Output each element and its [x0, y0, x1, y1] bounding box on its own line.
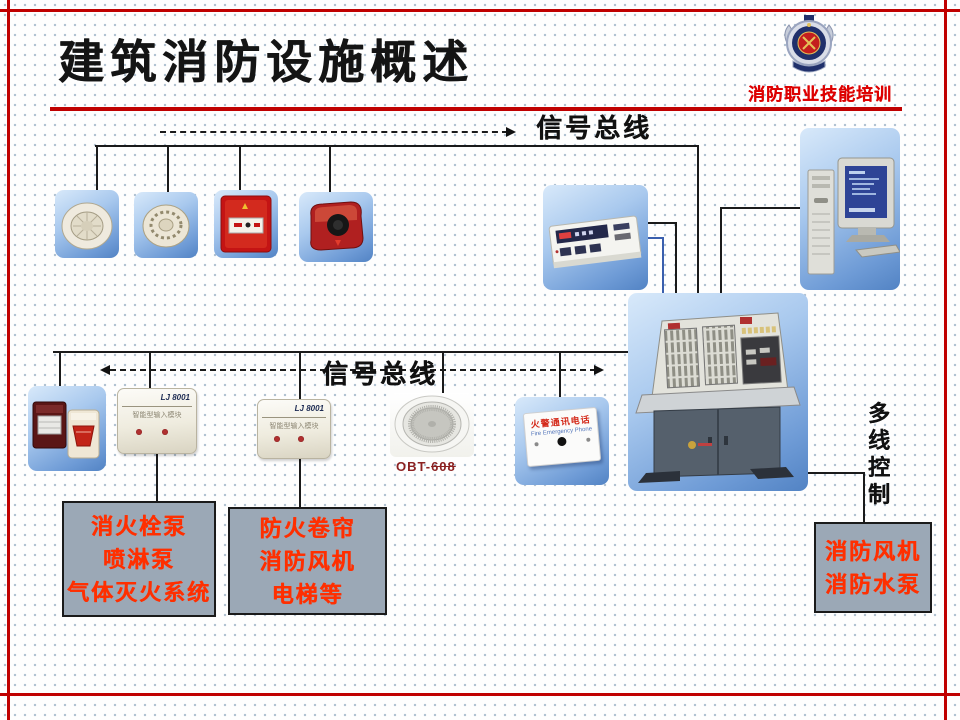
fire-display-panel-icon — [548, 215, 642, 269]
module-divider — [262, 417, 326, 418]
alarm-strobes — [28, 386, 106, 471]
drop-alarm-bell — [329, 145, 331, 194]
control-console — [628, 293, 808, 491]
alarm-strobes-icon — [32, 401, 100, 459]
module-label: LJ 8001 — [160, 393, 190, 402]
heat-detector-icon — [142, 204, 190, 248]
heat-detector — [134, 192, 198, 258]
graphic-workstation — [800, 128, 901, 290]
box-pumps: 消火栓泵 喷淋泵 气体灭火系统 — [62, 501, 216, 617]
middle-bus-label: 信号总线 — [322, 359, 439, 389]
box-fans-line2: 消防水泵 — [824, 571, 921, 597]
input-module-2: LJ 8001 智能型输入模块 — [257, 399, 331, 459]
frame-line-right — [944, 0, 947, 720]
frame-line-top — [0, 9, 960, 12]
speaker-model-number: 608 — [431, 459, 456, 474]
fire-display-panel — [543, 185, 648, 290]
arrow-right-icon — [506, 127, 516, 137]
manual-call-point — [214, 190, 278, 258]
drop-phone — [559, 351, 561, 398]
module-subtitle: 智能型输入模块 — [269, 423, 319, 430]
panel-link-blue-h — [648, 237, 664, 239]
top-bus-dashed-arrow — [160, 131, 508, 133]
console-to-box3-v — [863, 472, 865, 524]
panel-link-v — [675, 222, 677, 293]
module-led-icon — [136, 429, 142, 435]
drop-strobes — [59, 351, 61, 389]
module-led-icon — [162, 429, 168, 435]
panel-link-h — [648, 222, 677, 224]
ceiling-speaker-icon — [394, 395, 470, 453]
box-shutters: 防火卷帘 消防风机 电梯等 — [228, 507, 387, 615]
fire-telephone-jack: 火警通讯电话 Fire Emergency Phone — [515, 397, 609, 485]
box-pumps-line3: 气体灭火系统 — [66, 579, 211, 605]
box-pumps-line2: 喷淋泵 — [102, 546, 175, 572]
module-subtitle: 智能型输入模块 — [132, 412, 182, 419]
multiline-control-label: 多线控制 — [867, 401, 890, 507]
screw-icon — [586, 437, 591, 442]
computer-link-h — [720, 207, 800, 209]
page-title: 建筑消防设施概述 — [58, 36, 474, 88]
top-bus-to-console — [697, 145, 699, 293]
telephone-jack-hole — [557, 436, 567, 447]
speaker-model-prefix: OBT- — [396, 459, 432, 474]
box-shutters-line1: 防火卷帘 — [259, 515, 356, 541]
frame-line-bottom — [0, 693, 960, 696]
manual-call-point-icon — [220, 195, 272, 253]
ceiling-speaker — [390, 393, 474, 457]
smoke-detector-icon — [61, 202, 113, 250]
alarm-bell-icon — [310, 201, 364, 251]
drop-heat-detector — [167, 145, 169, 194]
arrow-left-icon — [100, 365, 110, 375]
computer-icon — [807, 157, 901, 275]
fire-service-badge-icon — [784, 15, 834, 73]
console-to-box3-h — [805, 472, 865, 474]
box-pumps-line1: 消火栓泵 — [90, 513, 187, 539]
input-module-1: LJ 8001 智能型输入模块 — [117, 388, 197, 454]
module-led-icon — [274, 436, 280, 442]
logo-caption: 消防职业技能培训 — [748, 85, 892, 104]
drop-call-point — [239, 145, 241, 192]
title-underline — [50, 107, 902, 111]
box-fans-line1: 消防风机 — [824, 538, 921, 564]
smoke-detector — [55, 190, 119, 258]
computer-link-v — [720, 207, 722, 293]
module-label: LJ 8001 — [294, 404, 324, 413]
module1-to-box — [156, 452, 158, 503]
middle-bus-line — [53, 351, 630, 353]
speaker-model-text: OBT-608 — [396, 459, 456, 474]
drop-speaker — [442, 351, 444, 397]
top-bus-label: 信号总线 — [536, 113, 653, 143]
middle-bus-dashed-arrow — [110, 369, 596, 371]
module2-to-box — [299, 455, 301, 509]
alarm-bell — [299, 192, 373, 262]
telephone-plate: 火警通讯电话 Fire Emergency Phone — [522, 406, 602, 468]
control-console-icon — [635, 312, 801, 483]
frame-line-left — [7, 0, 10, 720]
arrow-right-icon — [594, 365, 604, 375]
screw-icon — [534, 442, 539, 447]
module-divider — [122, 406, 192, 407]
box-shutters-line2: 消防风机 — [259, 548, 356, 574]
box-shutters-line3: 电梯等 — [271, 581, 344, 607]
panel-link-blue-v — [662, 237, 664, 293]
drop-module-2 — [299, 351, 301, 400]
top-bus-line — [95, 145, 699, 147]
module-led-icon — [298, 436, 304, 442]
box-fans: 消防风机 消防水泵 — [814, 522, 932, 613]
drop-smoke-detector — [96, 145, 98, 192]
